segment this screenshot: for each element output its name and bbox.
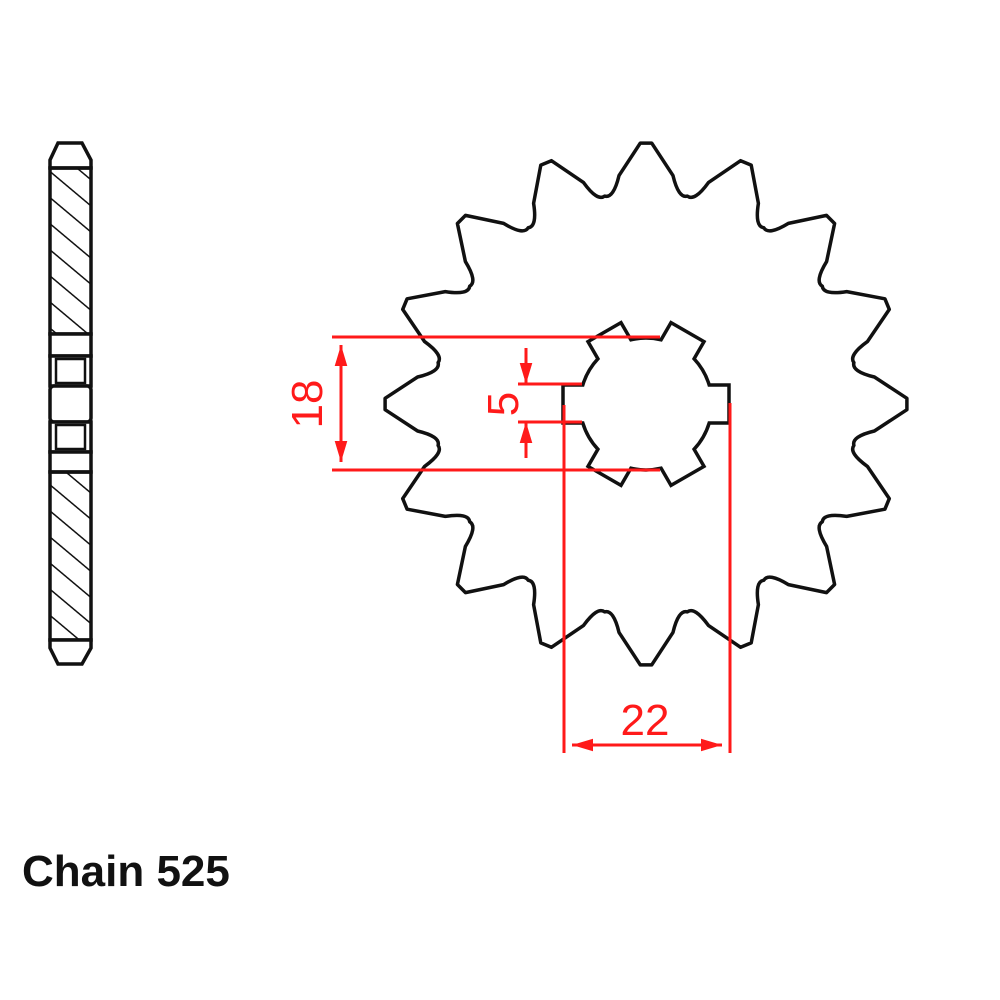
sprocket-side-view <box>48 141 93 666</box>
side-hub-band-3 <box>48 450 93 474</box>
side-upper-hatch <box>48 166 93 336</box>
side-hub-inner-1 <box>54 357 87 385</box>
side-hub-inner-2 <box>54 423 87 451</box>
side-top-tip <box>48 141 93 170</box>
side-lower-hatch <box>48 470 93 642</box>
side-hub-band-1 <box>48 332 93 358</box>
dimension-spline-width <box>518 348 582 458</box>
chain-size-caption: Chain 525 <box>22 847 230 896</box>
dimension-label-spline-width: 5 <box>479 392 528 416</box>
dimension-inner-diameter <box>332 335 660 472</box>
sprocket-teeth-outline <box>383 141 909 667</box>
dimension-outer-spline-diameter <box>562 403 732 753</box>
dimension-label-inner-diameter: 18 <box>283 380 332 429</box>
dimension-label-outer-spline-diameter: 22 <box>621 696 670 745</box>
splined-bore-outline <box>561 320 731 488</box>
side-hub-band-2 <box>48 384 93 424</box>
side-bottom-tip <box>48 638 93 666</box>
